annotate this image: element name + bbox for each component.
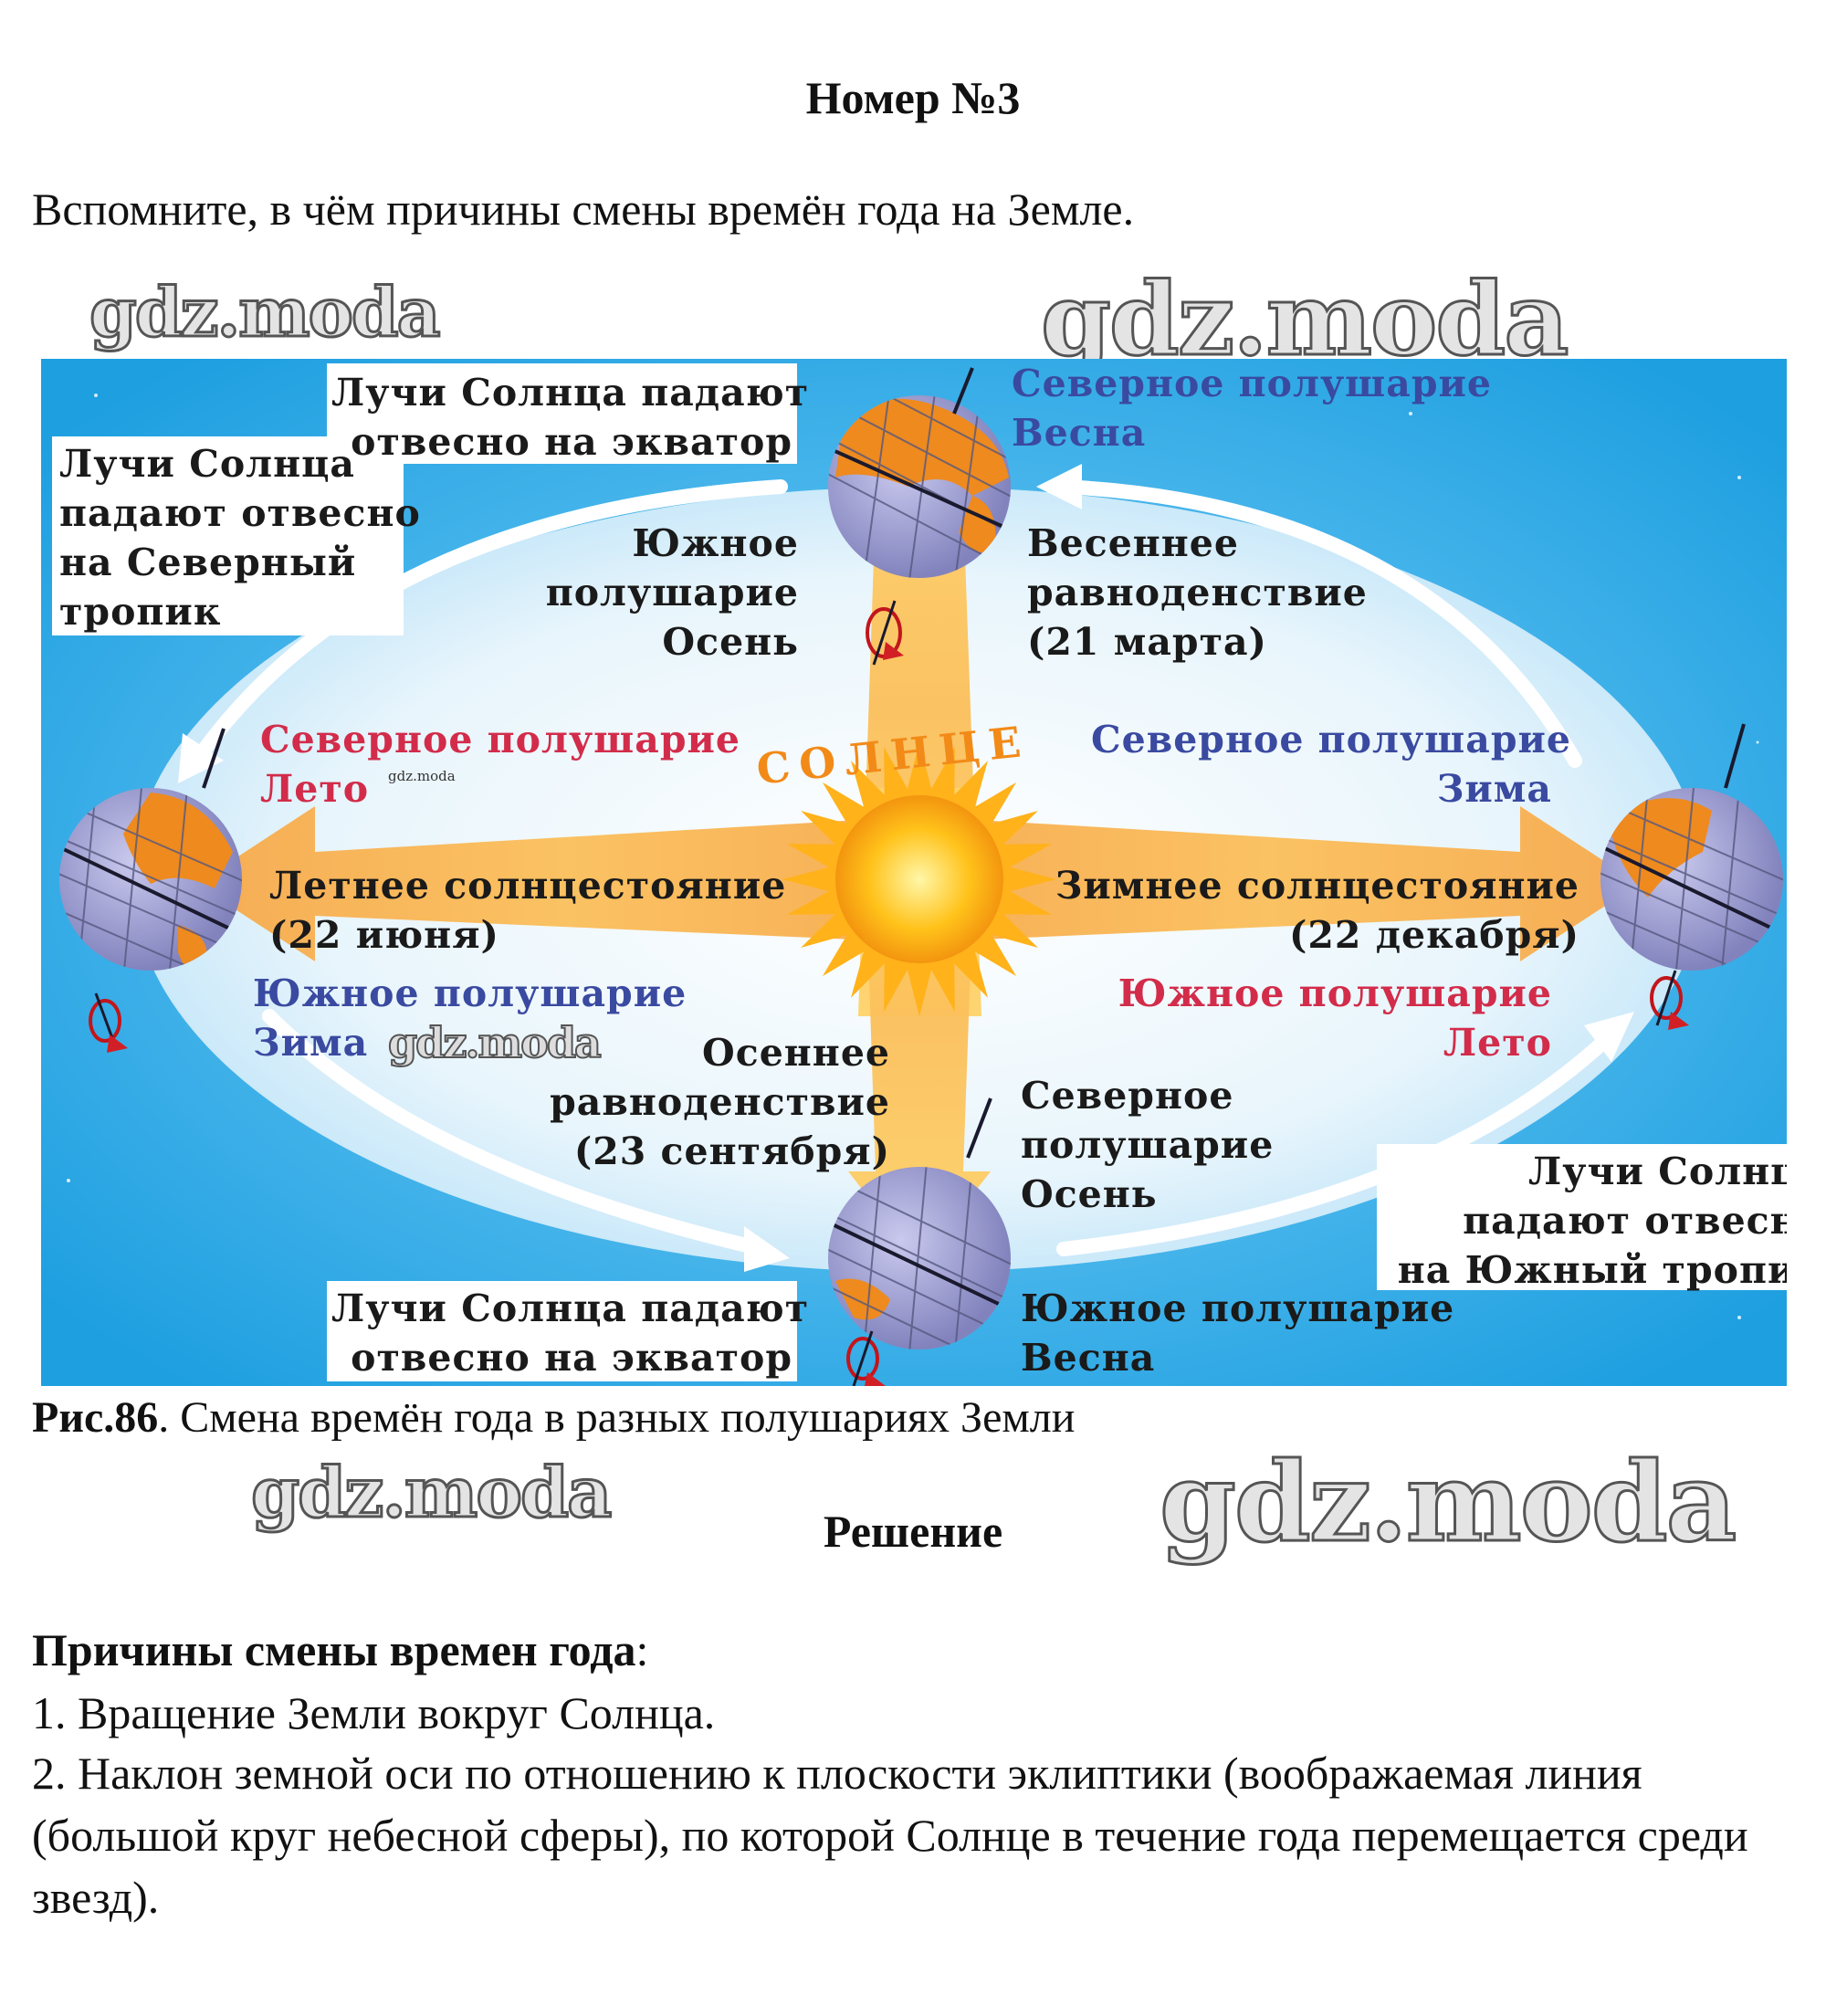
reasons-heading: Причины смены времен года: — [32, 1624, 649, 1675]
question-text: Вспомните, в чём причины смены времён го… — [32, 184, 1135, 235]
label-box-left — [52, 436, 404, 635]
sun — [782, 742, 1056, 1016]
label-box-bottom — [327, 1281, 797, 1381]
figure-caption: Рис.86. Смена времён года в разных полуш… — [32, 1392, 1075, 1443]
watermark: gdz.moda — [249, 1451, 613, 1535]
watermark: gdz.moda — [387, 1017, 603, 1068]
orbit-arrowheads — [178, 464, 1634, 1272]
reason-item: 2. Наклон земной оси по отношению к плос… — [32, 1748, 1748, 1923]
watermark: gdz.moda — [89, 273, 443, 354]
caption-text: . Смена времён года в разных полушариях … — [158, 1393, 1076, 1442]
reason-item: 1. Вращение Земли вокруг Солнца. — [32, 1687, 716, 1738]
stars — [67, 394, 1759, 1374]
watermark: gdz.moda — [388, 768, 456, 784]
solution-title: Решение — [823, 1506, 1003, 1557]
globe-autumn — [828, 1097, 1011, 1386]
ray-left — [196, 806, 936, 961]
globe-winter — [1600, 723, 1783, 1030]
label-box-top — [327, 363, 797, 464]
globe-spring — [828, 367, 1011, 666]
caption-label: Рис.86 — [32, 1393, 159, 1442]
ray-right — [899, 806, 1639, 961]
page-title: Номер №3 — [805, 72, 1021, 123]
globe-summer — [59, 728, 242, 1053]
seasons-figure: СОЛНЦЕ — [41, 359, 1787, 1386]
summer-solstice-label: Летнее солнцестояние(22 июня) — [269, 864, 787, 957]
label-box-right — [1377, 1144, 1787, 1290]
watermark: gdz.moda — [1158, 1437, 1737, 1569]
winter-solstice-label: Зимнее солнцестояние(22 декабря) — [1055, 864, 1579, 957]
